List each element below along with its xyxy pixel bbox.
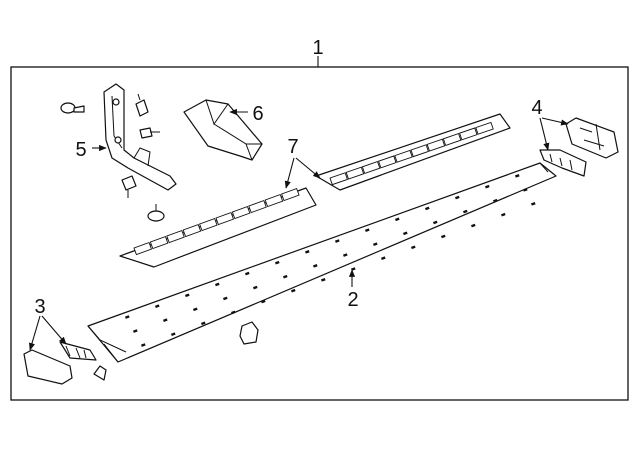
callout-3-leader-a: [29, 315, 41, 351]
screw-fastener: [93, 365, 107, 381]
callout-7-leader-a: [284, 157, 295, 189]
board-hole: [381, 256, 386, 260]
rear-end-cap: [539, 117, 619, 177]
board-hole: [261, 299, 266, 304]
pad-slot: [329, 172, 348, 186]
board-hole: [125, 315, 130, 319]
board-hole: [141, 343, 146, 347]
pad-slot: [475, 121, 494, 135]
callout-5: 5: [75, 139, 86, 161]
callout-4-leader-a: [539, 117, 550, 151]
nut-fastener: [147, 204, 165, 222]
callout-3-leader-b: [41, 315, 67, 345]
front-end-cap: [23, 341, 97, 385]
board-hole: [515, 174, 520, 178]
pad-slot: [345, 166, 365, 180]
board-hole: [493, 198, 498, 203]
pad-slot: [248, 199, 267, 214]
pad-slot: [459, 127, 478, 141]
board-hole: [223, 296, 228, 301]
pad-slot: [231, 205, 251, 220]
board-hole: [291, 288, 296, 293]
callout-7-leader-b: [295, 157, 321, 179]
pad-slot: [149, 235, 169, 250]
pad-slot: [264, 193, 284, 208]
callout-1: 1: [312, 37, 323, 59]
board-hole: [155, 304, 160, 308]
board-hole: [171, 332, 176, 336]
clip-fastener: [135, 93, 149, 117]
board-hole: [411, 245, 416, 250]
step-pad-rear: [315, 113, 511, 191]
board-hole: [335, 239, 340, 243]
rivet-fastener: [239, 321, 259, 345]
pad-slot: [378, 155, 397, 169]
pad-slot: [426, 138, 446, 152]
pad-slot: [215, 211, 235, 226]
board-hole: [133, 329, 138, 333]
callout-4: 4: [531, 97, 542, 119]
pad-slot: [410, 144, 429, 158]
callout-7: 7: [287, 136, 298, 158]
pad-slot: [442, 133, 462, 146]
board-hole: [275, 260, 280, 265]
board-hole: [313, 264, 318, 268]
running-board: [87, 162, 557, 363]
board-hole: [245, 271, 250, 276]
board-hole: [193, 307, 198, 312]
push-pin-fastener: [60, 102, 85, 114]
board-hole: [163, 318, 168, 322]
pad-slot: [199, 217, 218, 232]
board-hole: [403, 231, 408, 236]
callout-2: 2: [347, 289, 358, 311]
pad-slot: [361, 161, 381, 174]
board-hole: [201, 321, 206, 326]
board-hole: [531, 202, 536, 206]
bolt-fastener-a: [139, 127, 160, 139]
pad-slot: [182, 223, 202, 238]
board-hole: [463, 209, 468, 214]
pad-slot: [281, 187, 300, 202]
board-hole: [523, 188, 528, 192]
board-hole: [343, 253, 348, 257]
pad-slot: [394, 149, 413, 163]
board-hole: [230, 310, 236, 315]
bolt-fastener-b: [121, 175, 137, 198]
board-hole: [471, 223, 476, 228]
diagram-frame: [10, 66, 629, 401]
board-hole: [373, 242, 378, 246]
board-hole: [455, 195, 460, 200]
board-hole: [305, 250, 310, 254]
board-hole: [485, 184, 490, 189]
board-hole: [365, 228, 370, 232]
board-hole: [185, 293, 190, 298]
board-hole: [441, 234, 446, 239]
board-hole: [433, 220, 438, 225]
callout-3: 3: [34, 296, 45, 318]
board-hole: [283, 274, 288, 279]
board-hole: [215, 282, 220, 287]
board-hole: [395, 217, 400, 222]
bracket-cover: [183, 99, 263, 161]
callout-4-leader-b: [541, 117, 569, 126]
board-hole: [501, 212, 506, 217]
mounting-bracket: [103, 83, 177, 191]
board-hole: [425, 206, 430, 211]
callout-6: 6: [252, 103, 263, 125]
board-hole: [253, 285, 258, 290]
pad-slot: [133, 241, 153, 256]
step-pad-front: [119, 187, 317, 268]
pad-slot: [166, 229, 185, 244]
board-hole: [321, 278, 326, 282]
